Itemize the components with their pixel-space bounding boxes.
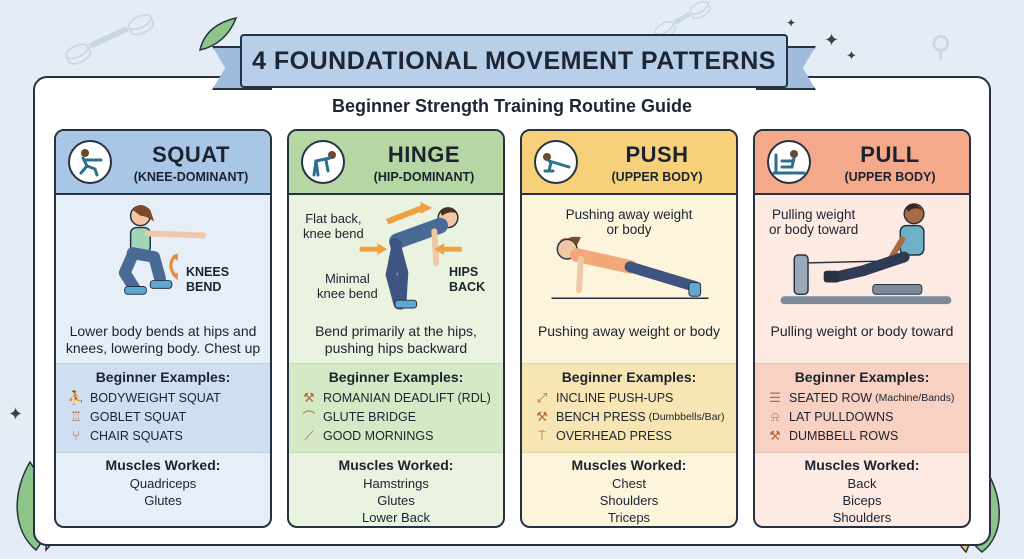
card-description: Pushing away weight or body (537, 323, 721, 339)
knees-bend-callout: KNEES BEND (186, 265, 230, 294)
card-description: Pulling weight or body toward (770, 323, 954, 339)
card-subtitle: (HIP-DOMINANT) (373, 170, 475, 184)
examples-section: Beginner Examples: ☰SEATED ROW(Machine/B… (755, 363, 969, 453)
muscles-list: Hamstrings Glutes Lower Back (289, 475, 503, 526)
muscle-item: Lower Back (362, 510, 430, 525)
background-dumbbell-icon: ⛀━━⛀ (56, 0, 162, 76)
muscles-list: Back Biceps Shoulders (755, 475, 969, 526)
dumbbell-icon: ⚒ (303, 389, 315, 405)
sparkle-icon: ✦ (846, 48, 857, 63)
background-kettlebell-icon: ⚲ (930, 31, 952, 64)
card-header: PUSH (UPPER BODY) (522, 131, 736, 195)
muscle-item: Biceps (842, 493, 882, 508)
example-item: ⍾LAT PULLDOWNS (765, 407, 969, 426)
squat-figure-icon (68, 140, 112, 184)
muscle-item: Back (847, 476, 877, 491)
muscle-item: Chest (612, 476, 646, 491)
example-item: ⑂CHAIR SQUATS (66, 426, 270, 445)
pushing-callout: Pushing away weight or body (565, 207, 693, 237)
muscles-list: Quadriceps Glutes (56, 475, 270, 509)
examples-title: Beginner Examples: (561, 369, 697, 385)
page-title: 4 FOUNDATIONAL MOVEMENT PATTERNS (240, 34, 788, 88)
muscles-title: Muscles Worked: (338, 457, 454, 473)
pull-card: PULL (UPPER BODY) Pulling weight or body… (753, 129, 971, 528)
sparkle-icon: ✦ (786, 16, 797, 30)
hinge-illustration (359, 202, 462, 310)
muscle-item: Shoulders (599, 493, 659, 508)
hips-back-callout: HIPS BACK (449, 265, 486, 294)
muscles-title: Muscles Worked: (571, 457, 687, 473)
rowing-figure-icon (767, 140, 811, 184)
bridge-icon: ⌒ (302, 410, 316, 425)
sparkle-icon: ✦ (824, 30, 840, 50)
card-header: HINGE (HIP-DOMINANT) (289, 131, 503, 195)
muscle-item: Quadriceps (129, 476, 197, 491)
example-item: ⟋GOOD MORNINGS (299, 426, 503, 445)
example-item: ⍑OVERHEAD PRESS (532, 426, 736, 445)
minimal-knee-bend-callout: Minimal knee bend (317, 271, 378, 301)
card-subtitle: (UPPER BODY) (611, 170, 703, 184)
examples-title: Beginner Examples: (794, 369, 930, 385)
card-header: PULL (UPPER BODY) (755, 131, 969, 195)
hinge-card: HINGE (HIP-DOMINANT) Flat back, knee ben… (287, 129, 505, 528)
pushup-figure-icon (534, 140, 578, 184)
card-title: HINGE (387, 142, 461, 167)
muscle-item: Shoulders (832, 510, 892, 525)
card-title: SQUAT (152, 142, 230, 167)
card-description: Lower body bends at hips and knees, lowe… (65, 323, 261, 356)
flat-back-callout: Flat back, knee bend (303, 211, 364, 241)
push-card: PUSH (UPPER BODY) Pushing away weight or… (520, 129, 738, 528)
band-icon: ☰ (769, 389, 781, 405)
examples-title: Beginner Examples: (95, 369, 231, 385)
sparkle-icon: ✦ (8, 404, 24, 424)
squat-card: SQUAT (KNEE-DOMINANT) KNEES BEND Lower b… (54, 129, 272, 528)
pulling-callout: Pulling weight or body toward (769, 207, 859, 237)
example-item: ⌒GLUTE BRIDGE (299, 407, 503, 426)
muscle-item: Glutes (144, 493, 182, 508)
example-item: ☰SEATED ROW(Machine/Bands) (765, 388, 969, 407)
card-title: PUSH (625, 142, 689, 167)
examples-section: Beginner Examples: ⛹BODYWEIGHT SQUAT ♖GO… (56, 363, 270, 453)
muscle-item: Triceps (607, 510, 651, 525)
chair-icon: ⑂ (72, 428, 80, 443)
card-header: SQUAT (KNEE-DOMINANT) (56, 131, 270, 195)
example-item: ⚒DUMBBELL ROWS (765, 426, 969, 445)
example-item: ⚒BENCH PRESS(Dumbbells/Bar) (532, 407, 736, 426)
rowing-illustration (780, 203, 952, 305)
card-subtitle: (KNEE-DOMINANT) (133, 170, 249, 184)
muscle-item: Glutes (377, 493, 415, 508)
incline-icon: ⤢ (536, 389, 548, 405)
title-banner: 4 FOUNDATIONAL MOVEMENT PATTERNS (212, 26, 816, 94)
example-item: ⛹BODYWEIGHT SQUAT (67, 389, 221, 405)
muscles-list: Chest Shoulders Triceps (522, 475, 736, 526)
press-icon: ⍑ (538, 427, 546, 443)
page-subtitle: Beginner Strength Training Routine Guide (331, 96, 692, 116)
card-description: Bend primarily at the hips, pushing hips… (315, 323, 477, 356)
example-item: ♖GOBLET SQUAT (66, 407, 270, 426)
pulldown-icon: ⍾ (770, 408, 780, 424)
examples-section: Beginner Examples: ⤢INCLINE PUSH-UPS ⚒BE… (522, 363, 736, 453)
muscles-title: Muscles Worked: (105, 457, 221, 473)
muscles-title: Muscles Worked: (804, 457, 920, 473)
kettlebell-icon: ♖ (70, 408, 82, 424)
pushup-illustration (551, 236, 709, 299)
leaf-decoration-icon (199, 16, 238, 51)
example-item: ⤢INCLINE PUSH-UPS (532, 388, 736, 407)
squat-mini-icon: ⛹ (67, 389, 85, 405)
squat-illustration (118, 204, 207, 295)
hinge-figure-icon (301, 140, 345, 184)
muscle-item: Hamstrings (363, 476, 429, 491)
examples-title: Beginner Examples: (328, 369, 464, 385)
dumbbell-icon: ⚒ (769, 427, 781, 443)
dumbbell-icon: ⚒ (536, 408, 548, 424)
examples-section: Beginner Examples: ⚒ROMANIAN DEADLIFT (R… (289, 363, 503, 453)
card-subtitle: (UPPER BODY) (844, 170, 936, 184)
card-title: PULL (860, 142, 920, 167)
example-item: ⚒ROMANIAN DEADLIFT (RDL) (299, 388, 503, 407)
bar-icon: ⟋ (304, 427, 314, 443)
